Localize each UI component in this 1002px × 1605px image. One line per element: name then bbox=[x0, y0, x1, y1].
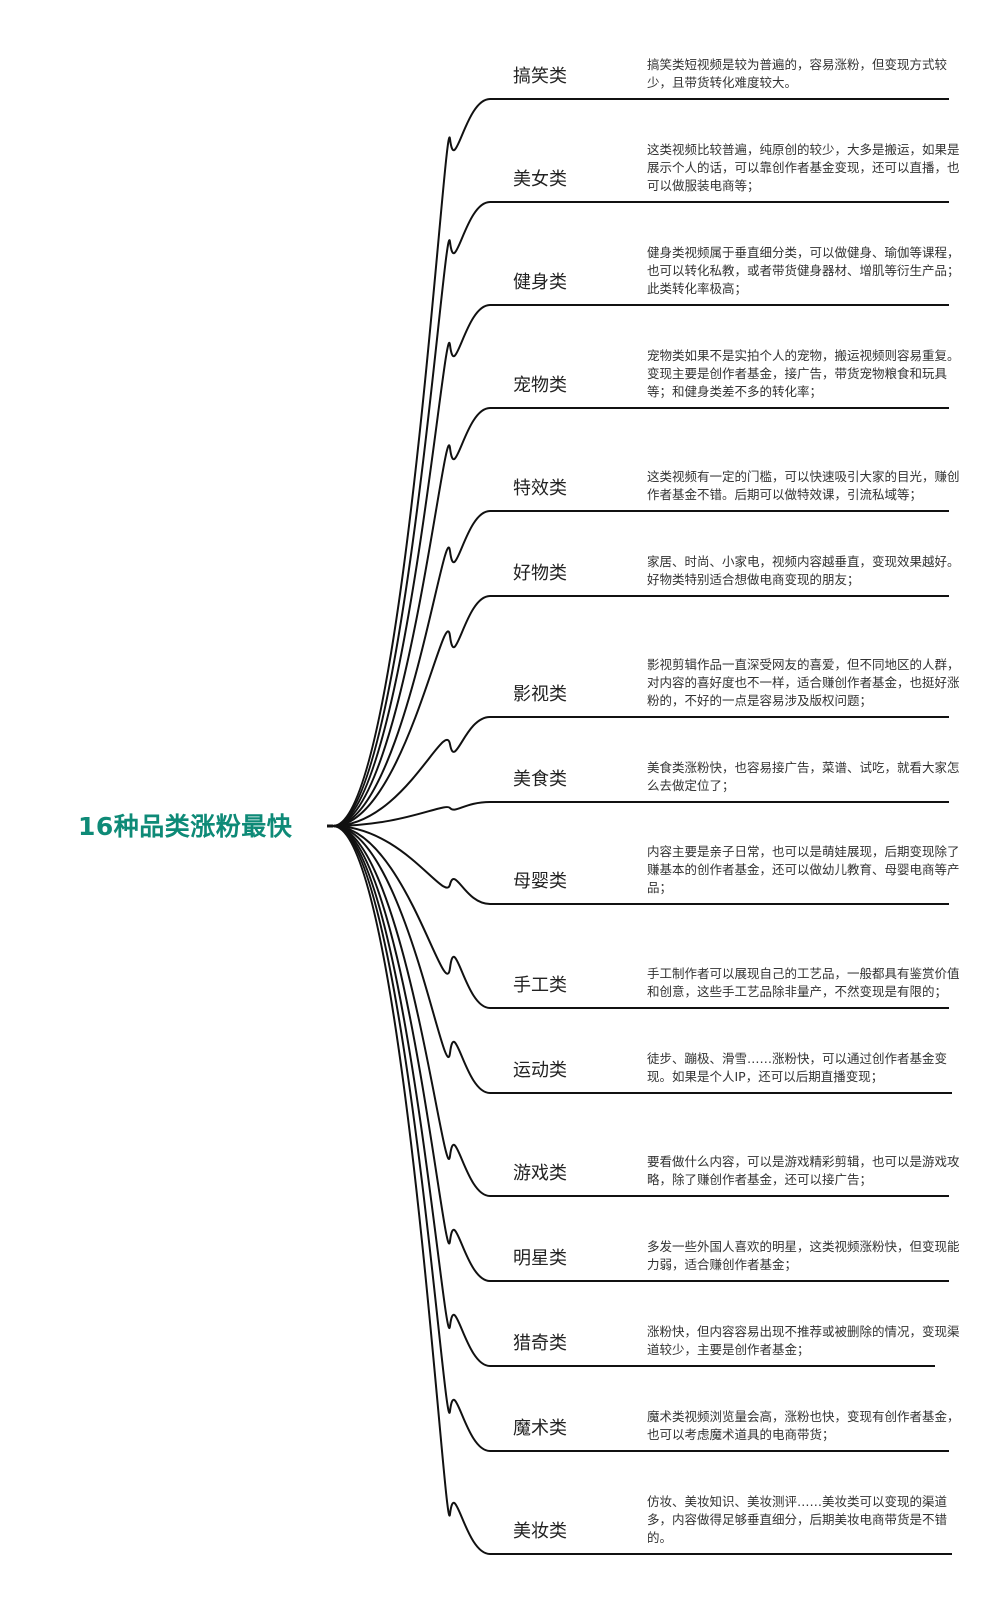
branch-label[interactable]: 美食类 bbox=[513, 769, 567, 790]
branch-description[interactable]: 内容主要是亲子日常，也可以是萌娃展现，后期变现除了赚基本的创作者基金，还可以做幼… bbox=[647, 844, 960, 895]
branch-connector bbox=[332, 304, 949, 827]
branch-description[interactable]: 影视剪辑作品一直深受网友的喜爱，但不同地区的人群，对内容的喜好度也不一样，适合赚… bbox=[647, 657, 960, 708]
branch-connector bbox=[332, 825, 935, 1367]
branch-connector bbox=[332, 716, 949, 827]
branch-connector bbox=[332, 825, 949, 905]
branch-description[interactable]: 涨粉快，但内容容易出现不推荐或被删除的情况，变现渠道较少，主要是创作者基金； bbox=[647, 1324, 960, 1357]
branch-label[interactable]: 搞笑类 bbox=[513, 66, 567, 87]
branch-connector bbox=[332, 825, 952, 1094]
branch-connector bbox=[332, 825, 949, 1282]
branch-description[interactable]: 搞笑类短视频是较为普遍的，容易涨粉，但变现方式较少，且带货转化难度较大。 bbox=[647, 57, 948, 90]
branch-label[interactable]: 宠物类 bbox=[513, 375, 567, 396]
branch-description[interactable]: 徒步、蹦极、滑雪……涨粉快，可以通过创作者基金变现。如果是个人IP，还可以后期直… bbox=[647, 1051, 948, 1084]
branch-connector bbox=[332, 825, 949, 1197]
branch-description[interactable]: 魔术类视频浏览量会高，涨粉也快，变现有创作者基金，也可以考虑魔术道具的电商带货； bbox=[647, 1409, 960, 1442]
branch-description[interactable]: 多发一些外国人喜欢的明星，这类视频涨粉快，但变现能力弱，适合赚创作者基金； bbox=[647, 1239, 960, 1272]
branch-description[interactable]: 健身类视频属于垂直细分类，可以做健身、瑜伽等课程，也可以转化私教，或者带货健身器… bbox=[647, 245, 960, 296]
branch-description[interactable]: 要看做什么内容，可以是游戏精彩剪辑，也可以是游戏攻略，除了赚创作者基金，还可以接… bbox=[647, 1154, 960, 1187]
branch-connector bbox=[332, 510, 949, 827]
branch-connector bbox=[332, 825, 949, 1452]
branch-label[interactable]: 运动类 bbox=[513, 1060, 567, 1081]
root-topic-title[interactable]: 16种品类涨粉最快 bbox=[78, 812, 293, 841]
branch-connector bbox=[332, 801, 949, 827]
branch-label[interactable]: 影视类 bbox=[513, 684, 567, 705]
branch-label[interactable]: 好物类 bbox=[513, 563, 567, 584]
branch-label[interactable]: 手工类 bbox=[513, 975, 567, 996]
branch-label[interactable]: 猎奇类 bbox=[513, 1333, 567, 1354]
branch-description[interactable]: 宠物类如果不是实拍个人的宠物，搬运视频则容易重复。变现主要是创作者基金，接广告，… bbox=[647, 348, 960, 399]
branch-description[interactable]: 家居、时尚、小家电，视频内容越垂直，变现效果越好。好物类特别适合想做电商变现的朋… bbox=[647, 554, 960, 587]
branch-label[interactable]: 母婴类 bbox=[513, 871, 567, 892]
branch-label[interactable]: 魔术类 bbox=[513, 1418, 567, 1439]
branch-description[interactable]: 这类视频比较普遍，纯原创的较少，大多是搬运，如果是展示个人的话，可以靠创作者基金… bbox=[647, 142, 960, 193]
branch-label[interactable]: 美妆类 bbox=[513, 1521, 567, 1542]
branch-connector bbox=[332, 825, 952, 1555]
branch-label[interactable]: 明星类 bbox=[513, 1248, 567, 1269]
branch-label[interactable]: 游戏类 bbox=[513, 1163, 567, 1184]
branch-label[interactable]: 美女类 bbox=[513, 169, 567, 190]
branch-description[interactable]: 这类视频有一定的门槛，可以快速吸引大家的目光，赚创作者基金不错。后期可以做特效课… bbox=[647, 469, 960, 502]
branch-description[interactable]: 美食类涨粉快，也容易接广告，菜谱、试吃，就看大家怎么去做定位了； bbox=[647, 760, 960, 793]
branch-connector bbox=[332, 407, 949, 827]
branch-connector bbox=[332, 825, 949, 1009]
branch-connector bbox=[332, 595, 949, 827]
branch-connector bbox=[332, 98, 949, 827]
branch-connector bbox=[332, 201, 949, 827]
branch-label[interactable]: 健身类 bbox=[513, 272, 567, 293]
branch-label[interactable]: 特效类 bbox=[513, 478, 567, 499]
branch-description[interactable]: 手工制作者可以展现自己的工艺品，一般都具有鉴赏价值和创意，这些手工艺品除非量产，… bbox=[647, 966, 960, 999]
branch-description[interactable]: 仿妆、美妆知识、美妆测评……美妆类可以变现的渠道多，内容做得足够垂直细分，后期美… bbox=[647, 1494, 948, 1545]
